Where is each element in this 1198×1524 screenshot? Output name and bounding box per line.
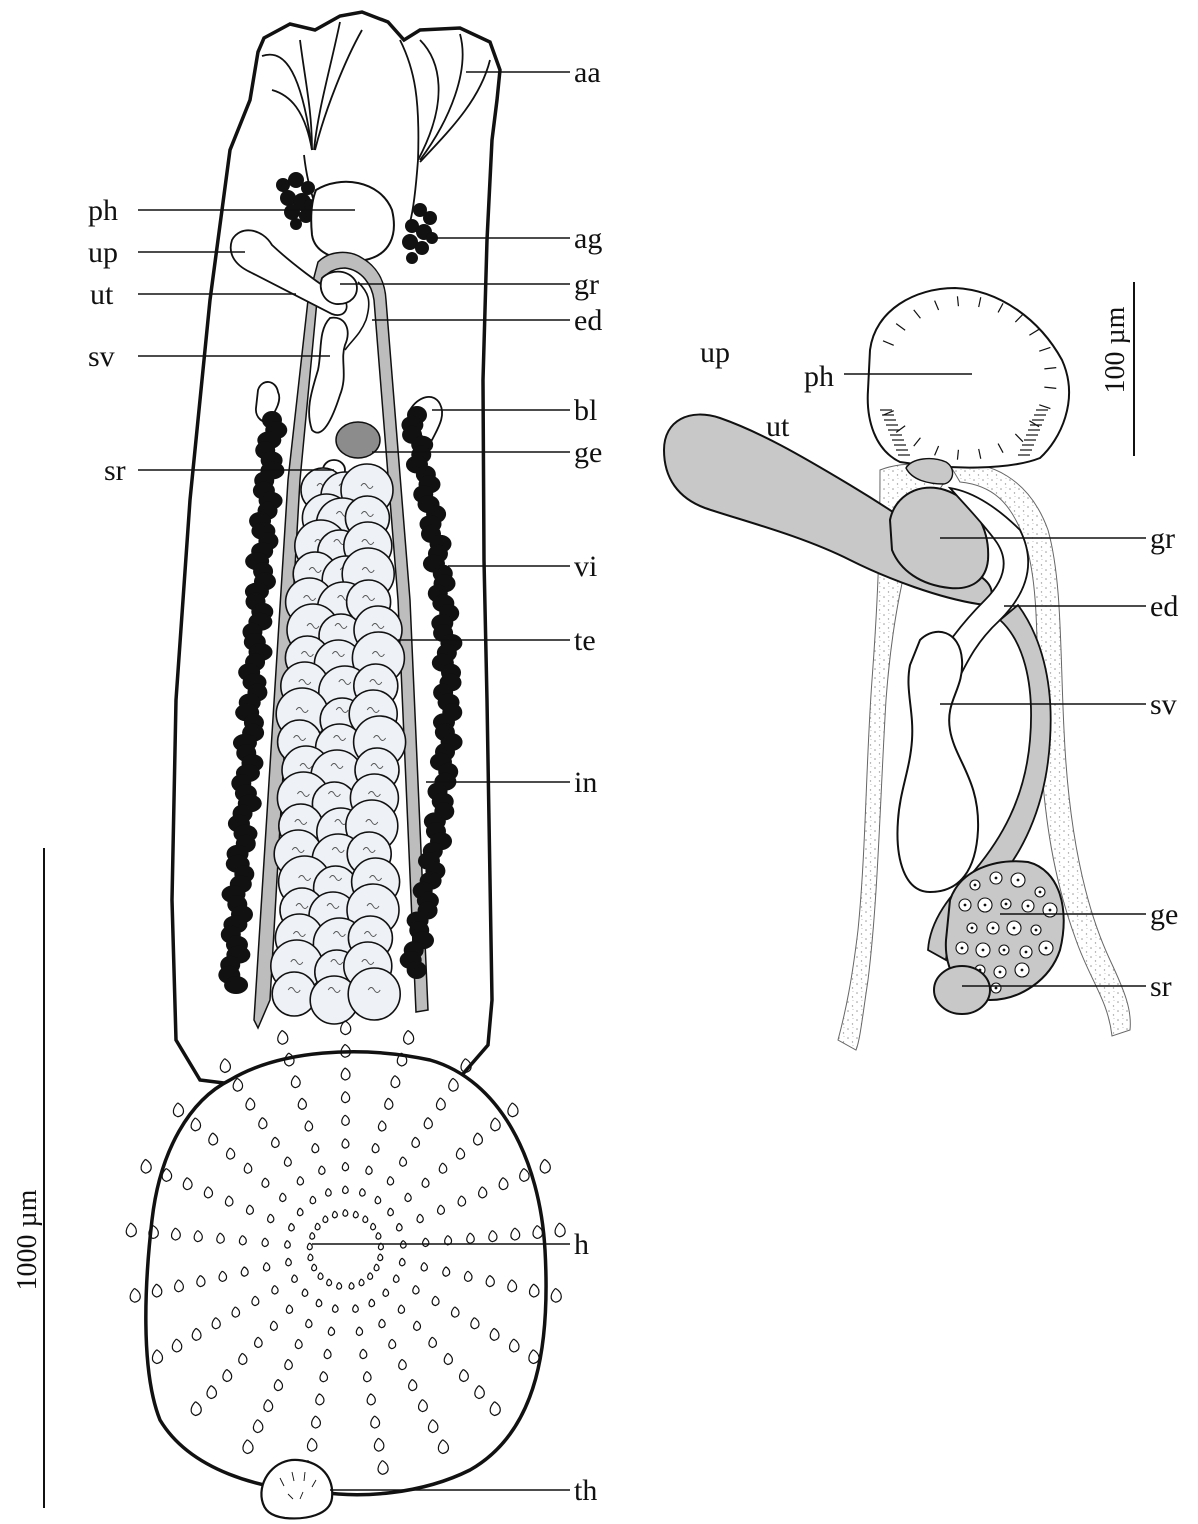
hooklet: [540, 1159, 550, 1173]
label-sr-left: sr: [104, 454, 126, 487]
ovum-nucleus: [1025, 951, 1028, 954]
label-ut-left: ut: [90, 278, 114, 311]
label-sv-left: sv: [88, 340, 115, 373]
terminal-lobe: [261, 1460, 332, 1519]
label-th: th: [574, 1474, 597, 1507]
haptor: [146, 1052, 546, 1495]
seminal-vesicle-right: [897, 632, 978, 892]
ovum-nucleus: [1005, 903, 1008, 906]
vitellarium-dot: [407, 961, 427, 979]
vitellarium-dot: [224, 976, 248, 994]
label-ed-right: ed: [1150, 590, 1178, 623]
label-gr-right: gr: [1150, 522, 1175, 555]
ovum-nucleus: [1013, 927, 1016, 930]
label-ge-right: ge: [1150, 898, 1178, 931]
label-ph-left: ph: [88, 194, 118, 227]
hooklet: [555, 1223, 565, 1237]
label-sr-right: sr: [1150, 970, 1172, 1003]
label-aa: aa: [574, 56, 601, 89]
label-up-left: up: [88, 236, 118, 269]
hooklet: [141, 1159, 151, 1173]
ovum-nucleus: [995, 877, 998, 880]
ovum-nucleus: [999, 971, 1002, 974]
hooklet: [130, 1288, 140, 1302]
label-ut-right: ut: [766, 410, 790, 443]
label-ge-left: ge: [574, 436, 602, 469]
testis-follicle: [272, 972, 316, 1016]
ovum-nucleus: [1039, 891, 1042, 894]
ovum-nucleus: [1027, 905, 1030, 908]
label-sv-right: sv: [1150, 688, 1177, 721]
scale-label-1000: 1000 µm: [12, 1189, 43, 1290]
ovum-nucleus: [964, 904, 967, 907]
ovum-nucleus: [982, 949, 985, 952]
right-panel-drawing: up ut ph gr ed sv ge sr 100 µm: [664, 282, 1178, 1050]
ovum-nucleus: [1035, 929, 1038, 932]
hooklet: [126, 1223, 136, 1237]
label-te: te: [574, 624, 596, 657]
ovum-nucleus: [974, 884, 977, 887]
label-h: h: [574, 1228, 589, 1261]
ovum-nucleus: [992, 927, 995, 930]
left-panel-drawing: aa ph ag up ut gr ed sv bl sr ge vi te i…: [12, 12, 602, 1518]
label-vi: vi: [574, 550, 597, 583]
ovum-nucleus: [1049, 909, 1052, 912]
pharynx-right: [868, 288, 1069, 468]
scale-label-100: 100 µm: [1100, 306, 1131, 393]
seminal-receptacle-right: [934, 966, 990, 1014]
ovum-nucleus: [984, 904, 987, 907]
ovum-nucleus: [1021, 969, 1024, 972]
germ-reservoir-left: [321, 272, 357, 304]
ovum-nucleus: [995, 987, 998, 990]
label-ed-left: ed: [574, 304, 602, 337]
testis-follicle: [348, 968, 400, 1020]
ovum-nucleus: [1017, 879, 1020, 882]
hooklet: [173, 1103, 183, 1117]
label-gr-left: gr: [574, 268, 599, 301]
ovum-nucleus: [1003, 949, 1006, 952]
hooklet: [508, 1103, 518, 1117]
label-bl: bl: [574, 394, 597, 427]
hooklet: [551, 1288, 561, 1302]
label-ph-right: ph: [804, 360, 834, 393]
label-in: in: [574, 766, 597, 799]
pharynx-left: [311, 182, 394, 261]
label-up-right: up: [700, 336, 730, 369]
ovum-nucleus: [971, 927, 974, 930]
label-ag: ag: [574, 222, 602, 255]
ovum-nucleus: [1045, 947, 1048, 950]
ovum-nucleus: [961, 947, 964, 950]
